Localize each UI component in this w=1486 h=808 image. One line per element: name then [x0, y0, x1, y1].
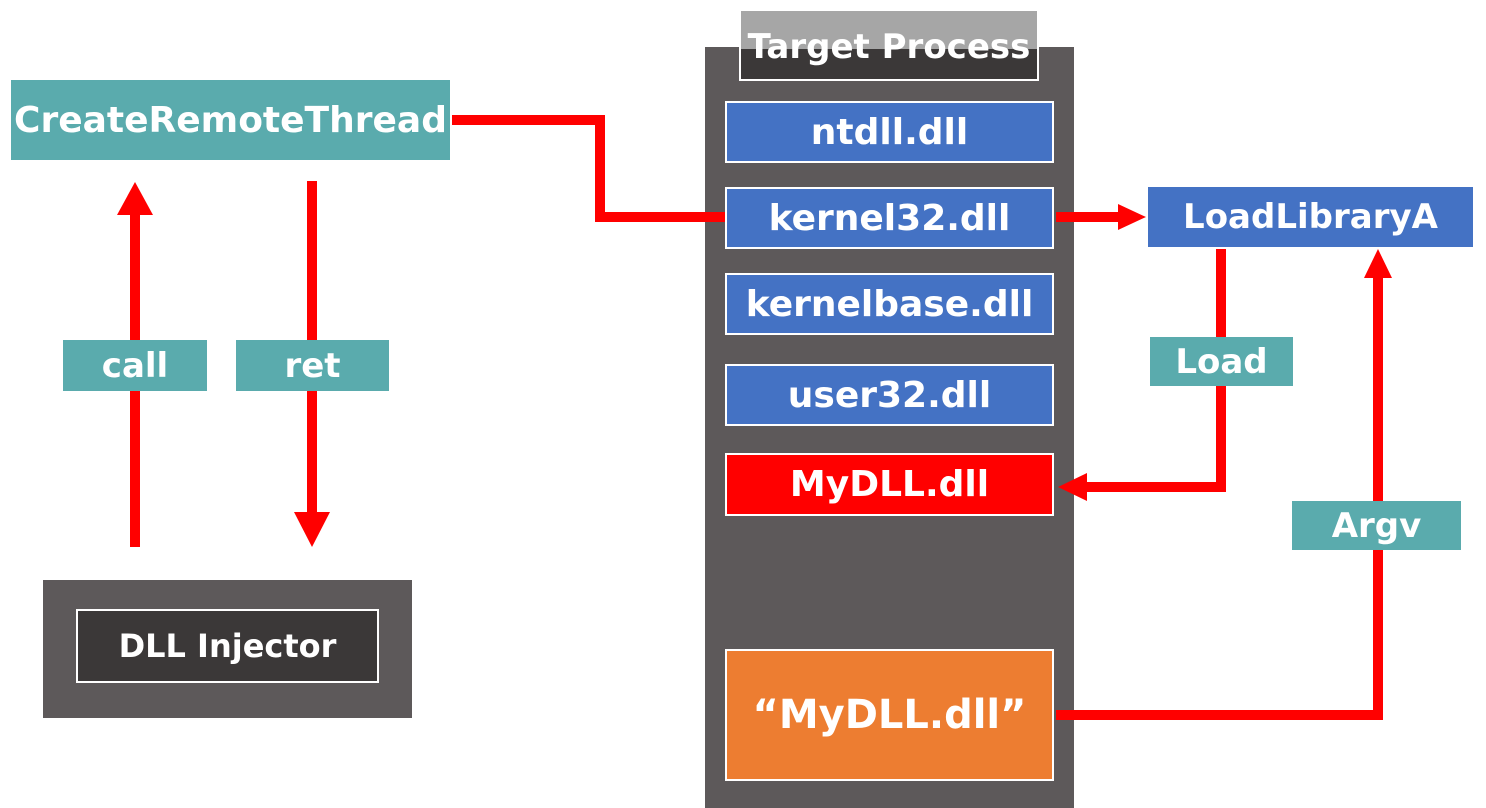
load-arrow-line — [1082, 249, 1226, 492]
kernel32-to-loadlibrary-head — [1118, 204, 1146, 230]
ret-arrow-head — [294, 512, 330, 547]
module-ntdll: ntdll.dll — [725, 101, 1054, 163]
target-process-title: Target Process — [747, 27, 1031, 67]
load-label: Load — [1175, 341, 1268, 382]
dll-injector-box: DLL Injector — [76, 609, 379, 683]
load-arrow-head — [1058, 473, 1087, 501]
module-ntdll-label: ntdll.dll — [810, 111, 969, 153]
call-arrow-head — [117, 182, 153, 215]
argv-arrow-head — [1364, 249, 1392, 278]
module-mydll: MyDLL.dll — [725, 453, 1054, 516]
load-label-box: Load — [1150, 337, 1293, 386]
call-label: call — [101, 345, 169, 386]
module-mydll-label: MyDLL.dll — [789, 464, 990, 505]
dll-path-string: “MyDLL.dll” — [725, 649, 1054, 781]
create-remote-thread-box: CreateRemoteThread — [11, 80, 450, 160]
argv-arrow-line — [1056, 274, 1383, 720]
crt-to-kernel32-line — [452, 115, 725, 222]
module-kernel32-label: kernel32.dll — [768, 197, 1011, 239]
module-kernel32: kernel32.dll — [725, 187, 1054, 249]
module-user32: user32.dll — [725, 364, 1054, 426]
argv-label: Argv — [1331, 505, 1422, 546]
argv-label-box: Argv — [1292, 501, 1461, 550]
module-kernelbase-label: kernelbase.dll — [745, 283, 1034, 325]
ret-label-box: ret — [236, 340, 389, 391]
load-library-box: LoadLibraryA — [1148, 187, 1473, 247]
ret-label: ret — [284, 345, 341, 386]
load-library-label: LoadLibraryA — [1183, 197, 1438, 237]
target-process-title-tab: Target Process — [739, 9, 1039, 81]
create-remote-thread-label: CreateRemoteThread — [14, 99, 447, 141]
module-user32-label: user32.dll — [787, 374, 992, 416]
call-label-box: call — [63, 340, 207, 391]
dll-path-string-label: “MyDLL.dll” — [752, 692, 1027, 738]
module-kernelbase: kernelbase.dll — [725, 273, 1054, 335]
dll-injector-label: DLL Injector — [118, 627, 337, 665]
